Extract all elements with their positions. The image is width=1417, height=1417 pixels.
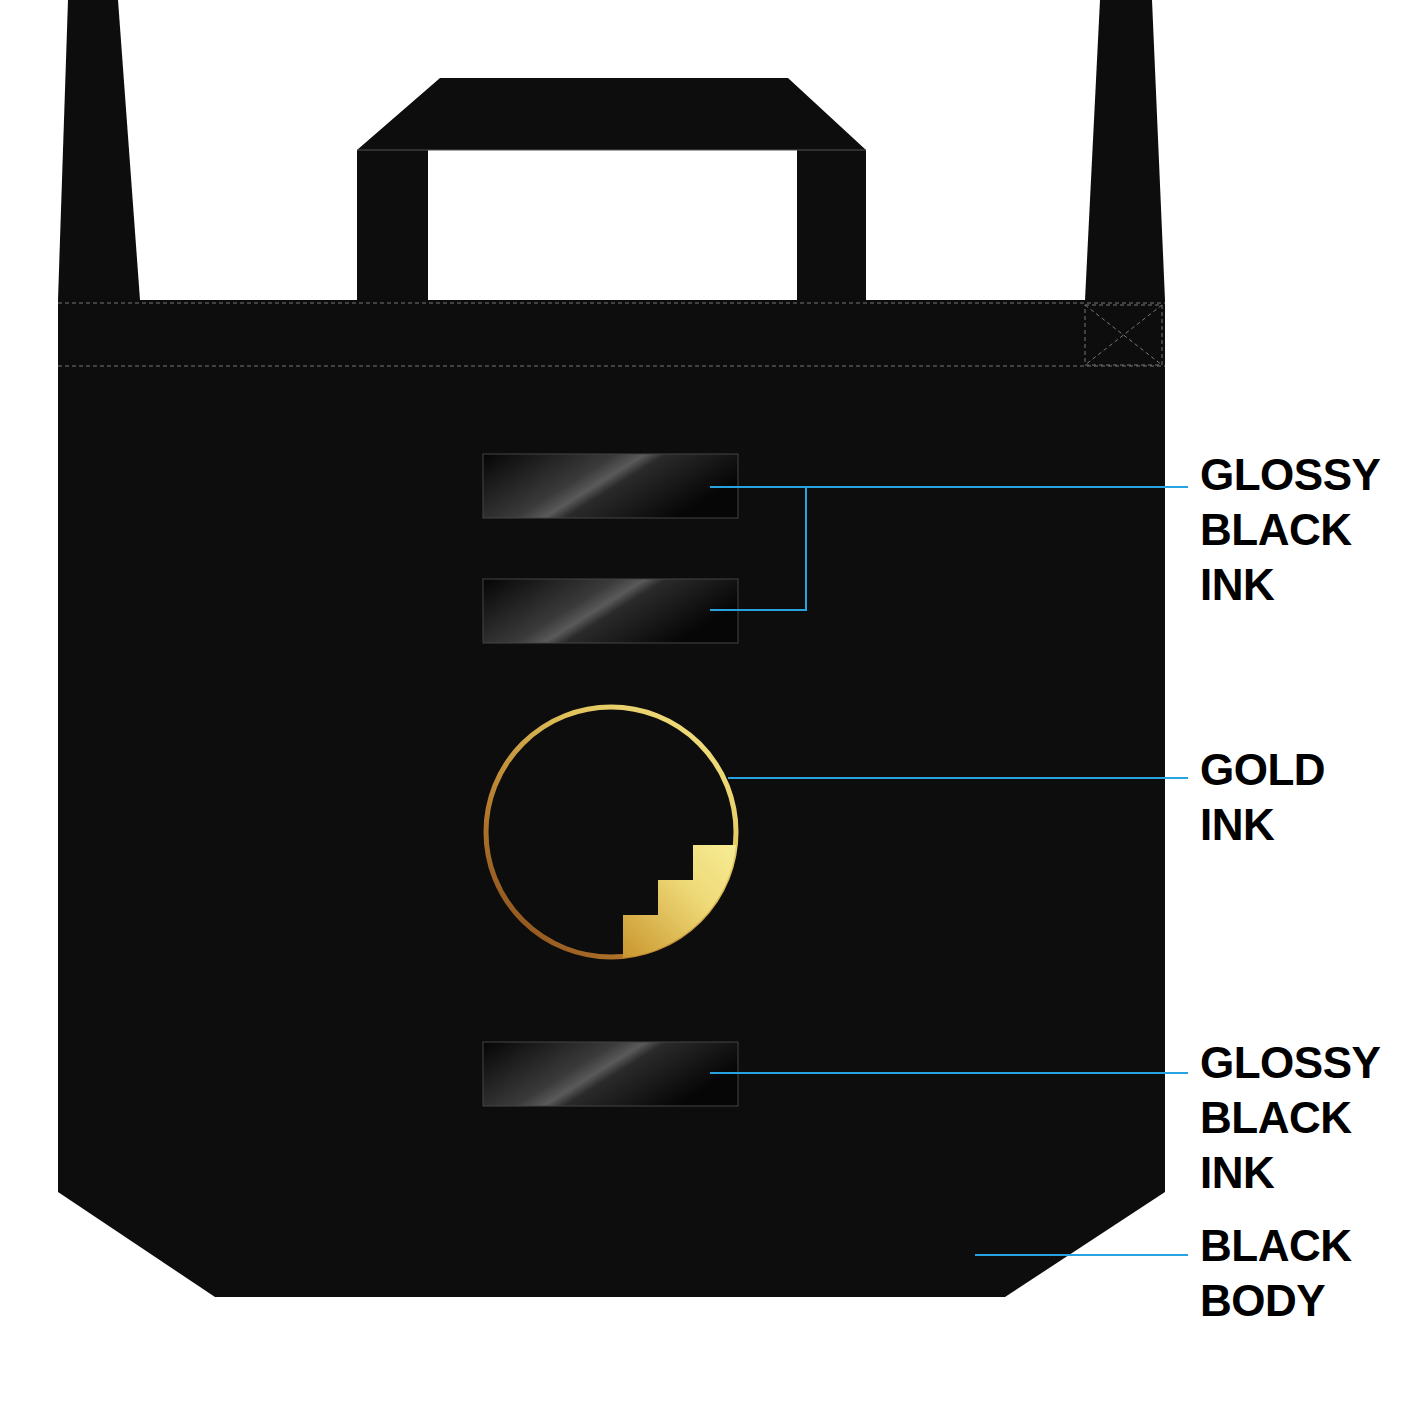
box-stitch — [1085, 305, 1162, 365]
gold-logo-ring — [486, 707, 736, 957]
leader-line — [710, 487, 1188, 1255]
callout-label: BLACK BODY — [1200, 1218, 1351, 1328]
glossy-patch — [483, 579, 738, 643]
callout-label: GLOSSY BLACK INK — [1200, 447, 1380, 612]
gold-logo-stairs — [623, 845, 736, 958]
glossy-patch — [483, 454, 738, 518]
callout-label: GOLD INK — [1200, 742, 1325, 852]
seam — [357, 150, 866, 151]
shoulder-strap — [58, 0, 140, 300]
callout-label: GLOSSY BLACK INK — [1200, 1035, 1380, 1200]
stitch-line — [58, 303, 1165, 304]
glossy-patch — [483, 1042, 738, 1106]
handle — [357, 78, 866, 302]
bag-body — [58, 300, 1165, 1297]
shoulder-strap — [1085, 0, 1165, 300]
stitch-line — [58, 366, 1165, 367]
